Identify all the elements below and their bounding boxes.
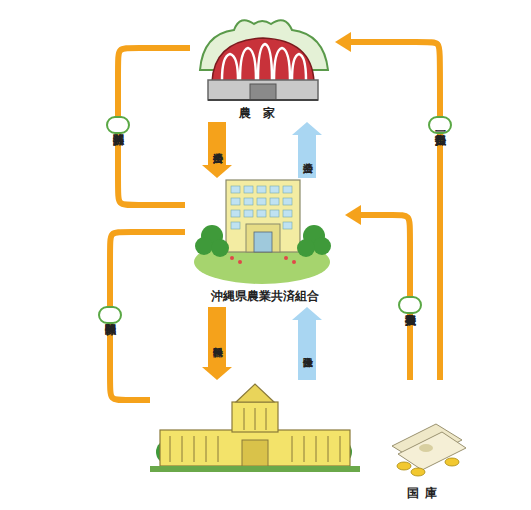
relation-label: 掛金一部負担: [428, 116, 452, 134]
node-label: 国庫: [400, 485, 450, 502]
farmhouse-illustration: [200, 20, 328, 100]
cooperative-node: 沖縄県農業共済組合: [185, 178, 345, 307]
relation-label: 事務費負担: [398, 296, 422, 314]
flow-arrow: [298, 320, 316, 380]
relation-line: [351, 42, 440, 380]
node-label: 沖縄県農業共済組合: [185, 288, 345, 305]
flow-arrow: [208, 307, 226, 367]
office-building-illustration: [194, 180, 331, 284]
treasury-node: 国庫: [150, 380, 480, 508]
node-label: 農家: [190, 105, 335, 122]
money-illustration: [392, 424, 466, 476]
government-building-illustration: [150, 384, 360, 472]
relation-label: 共済関係: [106, 116, 130, 134]
flow-arrow: [298, 135, 316, 178]
relation-label: 保険関係: [98, 306, 122, 324]
farm-node: 農家: [190, 12, 335, 122]
flow-arrow: [208, 122, 226, 165]
